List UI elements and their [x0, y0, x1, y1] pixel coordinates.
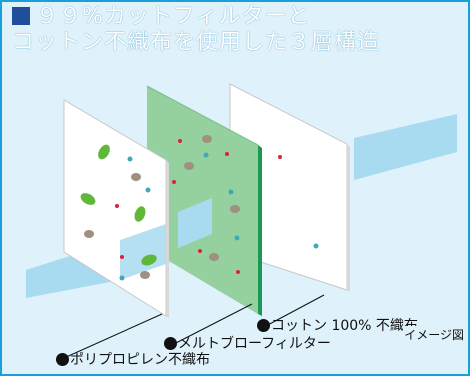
particle-blue	[228, 189, 234, 195]
particle-blue	[234, 235, 240, 241]
particle-dust	[202, 135, 212, 143]
particle-red	[172, 180, 176, 184]
title-line-1: ９９%カットフィルターと	[36, 4, 311, 29]
bullet-icon	[56, 353, 69, 366]
label-cotton-text: コットン 100% 不織布	[271, 318, 418, 334]
particle-blue	[119, 275, 125, 281]
airflow-band-back	[354, 114, 457, 180]
bullet-icon	[257, 319, 270, 332]
airflow-through-front	[120, 224, 166, 280]
particle-dust	[184, 162, 194, 170]
leader-line-polypropylene	[63, 313, 163, 359]
label-meltblown-text: メルトブローフィルター	[178, 336, 331, 352]
particle-dust	[84, 230, 94, 238]
particle-green	[134, 206, 146, 222]
particle-red	[278, 155, 282, 159]
particle-dust	[131, 173, 141, 181]
particle-red	[178, 139, 182, 143]
label-polypropylene: ポリプロピレン不織布	[56, 352, 210, 368]
particle-red	[225, 152, 229, 156]
particle-red	[236, 270, 240, 274]
particle-red	[120, 255, 124, 259]
particle-green	[80, 193, 96, 205]
particle-blue	[313, 243, 319, 249]
particle-red	[115, 204, 119, 208]
label-meltblown: メルトブローフィルター	[164, 336, 331, 352]
leader-line-cotton	[263, 294, 325, 328]
airflow-band-inner	[178, 198, 212, 248]
particle-dust	[230, 205, 240, 213]
meltblown-layer	[146, 85, 262, 316]
image-caption: イメージ図	[403, 326, 464, 343]
particle-red	[198, 249, 202, 253]
label-polypropylene-text: ポリプロピレン不織布	[70, 352, 210, 368]
title-line-2: コットン不織布を使用した３層構造	[12, 30, 381, 55]
label-cotton: コットン 100% 不織布	[257, 318, 418, 334]
bullet-icon	[164, 337, 177, 350]
particle-blue	[203, 152, 209, 158]
particle-blue	[145, 187, 151, 193]
title-square-icon	[12, 7, 30, 25]
leader-line-meltblown	[171, 303, 253, 346]
particle-dust	[140, 271, 150, 279]
polypropylene-layer	[63, 99, 169, 318]
particle-green	[98, 144, 110, 160]
figure-title: ９９%カットフィルターと コットン不織布を使用した３層構造	[12, 4, 467, 56]
particle-green	[141, 254, 157, 266]
particle-dust	[209, 253, 219, 261]
particle-blue	[127, 156, 133, 162]
